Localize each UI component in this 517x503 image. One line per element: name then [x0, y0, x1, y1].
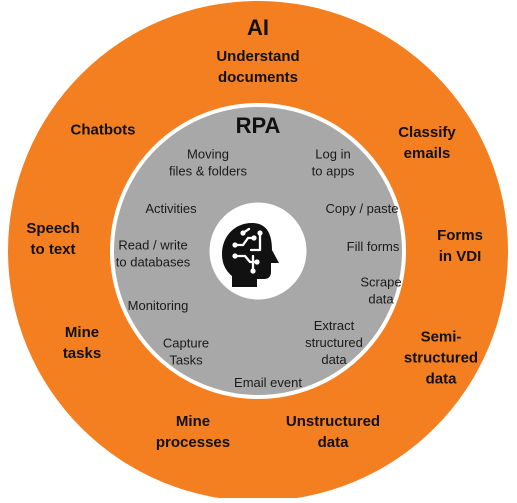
ai-label-line: tasks [63, 345, 101, 362]
ai-label-line: Speech [26, 220, 79, 237]
ai-label-line: Classify [398, 124, 456, 141]
rpa-label-line: data [368, 291, 394, 306]
rpa-title: RPA [236, 113, 281, 138]
rpa-label-activities: Activities [145, 201, 197, 216]
ai-label-line: Mine [65, 324, 99, 341]
rpa-label-line: structured [305, 335, 363, 350]
ai-label-classify-emails: Classify emails [398, 124, 456, 162]
rpa-label-line: Monitoring [128, 298, 189, 313]
rpa-label-read-write-databases: Read / write to databases [116, 237, 191, 269]
rpa-label-line: to databases [116, 254, 191, 269]
rpa-label-line: Tasks [169, 352, 203, 367]
rpa-label-line: Activities [145, 201, 197, 216]
rpa-label-copy-paste: Copy / paste [326, 201, 399, 216]
rpa-label-line: Scrape [360, 274, 401, 289]
rpa-label-line: to apps [312, 163, 355, 178]
ai-label-line: data [318, 434, 350, 451]
rpa-label-email-event: Email event [234, 375, 302, 390]
rpa-label-line: Copy / paste [326, 201, 399, 216]
ai-title: AI [247, 15, 269, 40]
ai-label-unstructured-data: Unstructured data [286, 413, 380, 451]
rpa-label-line: Email event [234, 375, 302, 390]
brain-head-icon [222, 223, 279, 287]
rpa-label-line: Extract [314, 318, 355, 333]
rpa-label-line: Log in [315, 146, 350, 161]
ai-label-line: processes [156, 434, 230, 451]
ai-label-mine-tasks: Mine tasks [63, 324, 101, 362]
rpa-label-moving-files-folders: Moving files & folders [169, 146, 248, 178]
ai-label-line: Unstructured [286, 413, 380, 430]
ai-label-line: Forms [437, 227, 483, 244]
rpa-label-line: data [321, 352, 347, 367]
ai-label-line: Understand [216, 48, 299, 65]
ai-label-forms-in-vdi: Forms in VDI [437, 227, 483, 265]
rpa-label-line: Read / write [118, 237, 187, 252]
ai-label-semi-structured-data: Semi-structured data [404, 328, 478, 387]
rpa-label-extract-structured-data: Extract structured data [305, 318, 363, 367]
ai-label-line: documents [218, 69, 298, 86]
ai-label-line: Chatbots [71, 121, 136, 138]
ai-label-understand-documents: Understand documents [216, 48, 299, 86]
rpa-label-line: Fill forms [347, 239, 400, 254]
rpa-label-line: Moving [187, 146, 229, 161]
ai-label-mine-processes: Mine processes [156, 413, 230, 451]
rpa-label-fill-forms: Fill forms [347, 239, 400, 254]
rpa-label-line: Capture [163, 335, 209, 350]
ai-label-line: structured [404, 349, 478, 366]
ai-label-line: Mine [176, 413, 210, 430]
rpa-label-line: files & folders [169, 163, 248, 178]
ai-label-line: data [426, 370, 458, 387]
ai-label-line: in VDI [439, 248, 482, 265]
rpa-label-log-in-to-apps: Log in to apps [312, 146, 355, 178]
ai-label-chatbots: Chatbots [71, 121, 136, 138]
rpa-label-monitoring: Monitoring [128, 298, 189, 313]
ai-label-speech-to-text: Speech to text [26, 220, 79, 258]
rpa-label-scrape-data: Scrape data [360, 274, 401, 306]
ai-label-line: Semi- [421, 328, 462, 345]
ai-label-line: to text [31, 241, 76, 258]
ai-label-line: emails [404, 145, 451, 162]
